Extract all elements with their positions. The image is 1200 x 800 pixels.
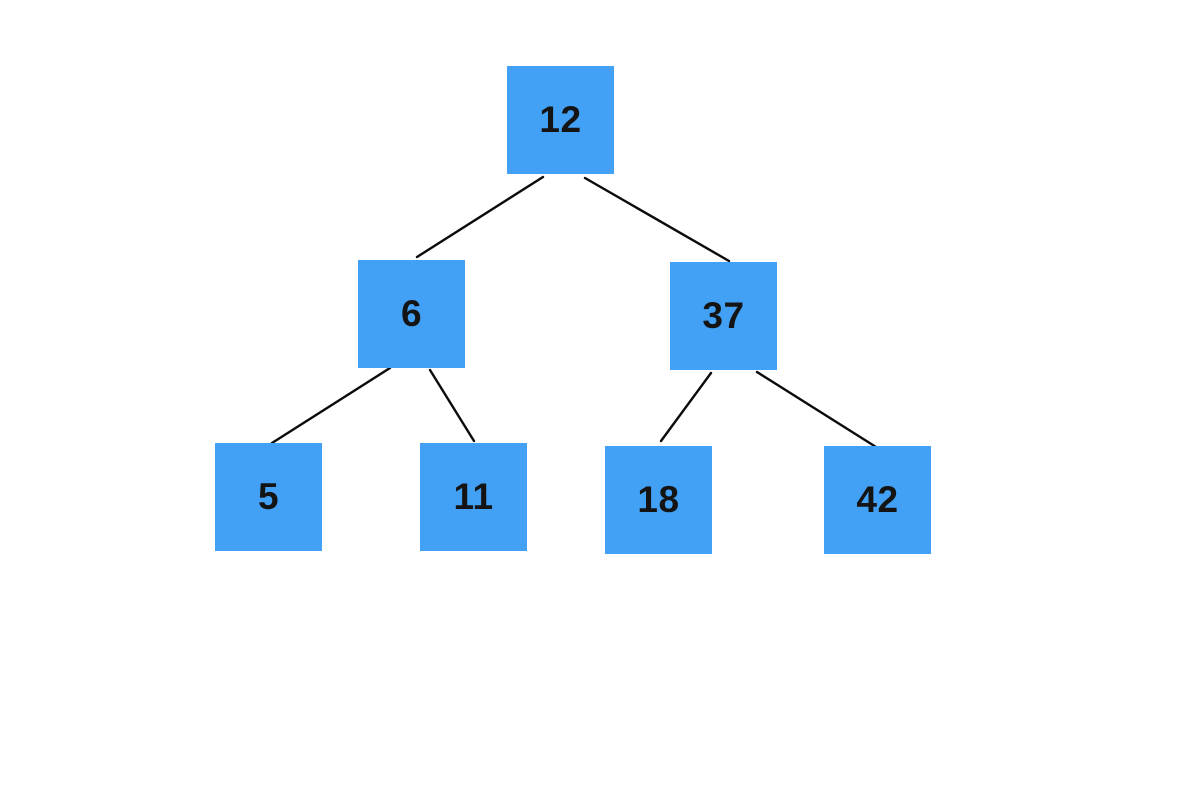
edge-12-6: [415, 175, 545, 259]
edge-12-37: [583, 176, 731, 263]
node-value: 6: [400, 293, 423, 334]
tree-node-left-right: 11: [420, 443, 527, 551]
tree-node-left-left: 5: [215, 443, 322, 551]
edge-6-5: [270, 366, 392, 445]
node-value: 12: [539, 99, 582, 140]
tree-node-right-left: 18: [605, 446, 712, 554]
edge-37-18: [659, 371, 713, 443]
node-value: 37: [702, 295, 745, 336]
node-value: 18: [637, 479, 680, 520]
node-value: 11: [453, 476, 494, 517]
node-value: 42: [856, 479, 899, 520]
tree-node-root: 12: [507, 66, 614, 174]
tree-node-right-right: 42: [824, 446, 931, 554]
node-value: 5: [257, 476, 280, 517]
tree-node-right: 37: [670, 262, 777, 370]
tree-node-left: 6: [358, 260, 465, 368]
edge-37-42: [755, 370, 878, 449]
edge-6-11: [428, 368, 476, 443]
